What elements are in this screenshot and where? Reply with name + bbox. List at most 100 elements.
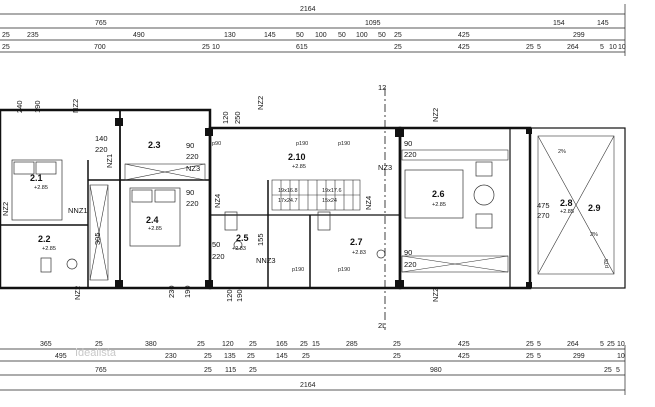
dim-bot-r2-3: 25 <box>204 353 212 360</box>
dim-top-r4-11: 5 <box>600 44 604 51</box>
dim-220-d: 220 <box>404 150 417 159</box>
dim-bot-r2-13: 10 <box>617 353 625 360</box>
dim-top-r3-10: 50 <box>378 32 386 39</box>
dim-bot-r1-14: 5 <box>537 341 541 348</box>
dim-220-e: 220 <box>404 260 417 269</box>
dim-top-r3-4: 130 <box>224 32 236 39</box>
cut-label-bottom: 2L <box>378 321 386 330</box>
dim-305: 305 <box>93 232 102 245</box>
furniture <box>11 159 495 273</box>
dim-top-r4-3: 25 <box>202 44 210 51</box>
room-2-5-label: 2.5 <box>236 233 249 243</box>
room-2-7-level: +2.83 <box>352 250 366 256</box>
dim-270: 270 <box>537 211 550 220</box>
door-p190-a: p190 <box>296 141 308 147</box>
dim-bot-r1-7: 165 <box>276 341 288 348</box>
room-2-10-level: +2.85 <box>292 164 306 170</box>
dim-250: 250 <box>233 111 242 124</box>
dim-bot-r1-18: 10 <box>617 341 625 348</box>
room-2-5-level: +2.83 <box>232 246 246 252</box>
dim-top-r3-3: 490 <box>133 32 145 39</box>
dim-bot-r3-1: 765 <box>95 367 107 374</box>
dim-top-r3-2: 235 <box>27 32 39 39</box>
dim-top-r4-1: 25 <box>2 44 10 51</box>
room-2-4-label: 2.4 <box>146 215 159 225</box>
dim-90-d: 90 <box>404 248 412 257</box>
room-2-7-label: 2.7 <box>350 237 363 247</box>
dim-bot-r1-6: 25 <box>249 341 257 348</box>
dim-220-c: 220 <box>212 252 225 261</box>
room-2-9-label: 2.9 <box>588 203 601 213</box>
dim-220-b: 220 <box>186 199 199 208</box>
dimension-lines-bottom <box>0 345 626 395</box>
dim-230: 230 <box>167 285 176 298</box>
dim-top-r3-12: 425 <box>458 32 470 39</box>
dim-top-r3-13: 299 <box>573 32 585 39</box>
dim-top-r2-1: 765 <box>95 20 107 27</box>
dim-top-r2-4: 145 <box>597 20 609 27</box>
room-2-2-label: 2.2 <box>38 234 51 244</box>
slope-1: 2% <box>558 149 566 155</box>
dim-top-r3-7: 100 <box>315 32 327 39</box>
dim-bot-r2-11: 5 <box>537 353 541 360</box>
dim-bot-r2-2: 230 <box>165 353 177 360</box>
dim-240: 240 <box>15 100 24 113</box>
dim-bot-r1-16: 5 <box>600 341 604 348</box>
dim-bot-r2-10: 25 <box>526 353 534 360</box>
cut-label-top: 12 <box>378 83 386 92</box>
room-2-1-level: +2.85 <box>34 185 48 191</box>
nz1-label: NZ1 <box>105 154 114 168</box>
door-p75: p75 <box>604 259 610 268</box>
dim-bot-r1-2: 25 <box>95 341 103 348</box>
dim-bot-r2-5: 25 <box>247 353 255 360</box>
dim-bot-r1-17: 25 <box>607 341 615 348</box>
dim-top-r4-4: 10 <box>212 44 220 51</box>
room-2-10-label: 2.10 <box>288 152 306 162</box>
room-2-1-label: 2.1 <box>30 173 43 183</box>
nz2-left: NZ2 <box>1 202 10 216</box>
columns <box>115 118 532 289</box>
dim-475: 475 <box>537 201 550 210</box>
room-2-3-label: 2.3 <box>148 140 161 150</box>
dim-50-a: 50 <box>212 240 220 249</box>
dim-190-b: 190 <box>183 285 192 298</box>
dim-bot-r1-13: 25 <box>526 341 534 348</box>
dim-top-r4-9: 5 <box>537 44 541 51</box>
door-p190-b: p190 <box>338 141 350 147</box>
dim-bot-r2-6: 145 <box>276 353 288 360</box>
dim-top-r4-10: 264 <box>567 44 579 51</box>
dim-bot-r2-7: 25 <box>302 353 310 360</box>
nnz1-label: NNZ1 <box>68 206 88 215</box>
room-2-6-label: 2.6 <box>432 189 445 199</box>
dim-top-r3-5: 145 <box>264 32 276 39</box>
nz3-mid: NZ3 <box>378 163 392 172</box>
watermark-logo: Idealista <box>75 347 117 359</box>
dim-top-r4-5: 615 <box>296 44 308 51</box>
dimension-lines-top <box>0 4 626 56</box>
dim-bot-r2-4: 135 <box>224 353 236 360</box>
dim-bot-r3-5: 980 <box>430 367 442 374</box>
dim-bot-r1-15: 264 <box>567 341 579 348</box>
dim-top-r2-2: 1095 <box>365 20 381 27</box>
wardrobes <box>89 149 509 281</box>
dim-bot-r1-5: 120 <box>222 341 234 348</box>
dim-bot-r2-8: 25 <box>393 353 401 360</box>
dim-bot-r1-10: 285 <box>346 341 358 348</box>
dim-bot-r3-7: 5 <box>616 367 620 374</box>
nz4-left: NZ4 <box>213 194 222 208</box>
dim-top-r3-1: 25 <box>2 32 10 39</box>
stair-dim-1: 19x16.8 <box>278 188 298 194</box>
dim-bot-r1-12: 425 <box>458 341 470 348</box>
nz2-right-top: NZ2 <box>431 108 440 122</box>
dim-bot-r3-3: 115 <box>225 367 236 374</box>
room-2-8-level: +2.85 <box>560 209 574 215</box>
dim-top-r4-12: 10 <box>609 44 617 51</box>
dim-190-c: 190 <box>235 289 244 302</box>
dim-top-r3-9: 100 <box>356 32 368 39</box>
dim-90-c: 90 <box>404 139 412 148</box>
dim-bot-r3-2: 25 <box>204 367 212 374</box>
nz2-right-bottom: NZ2 <box>431 288 440 302</box>
dim-top-r3-8: 50 <box>338 32 346 39</box>
